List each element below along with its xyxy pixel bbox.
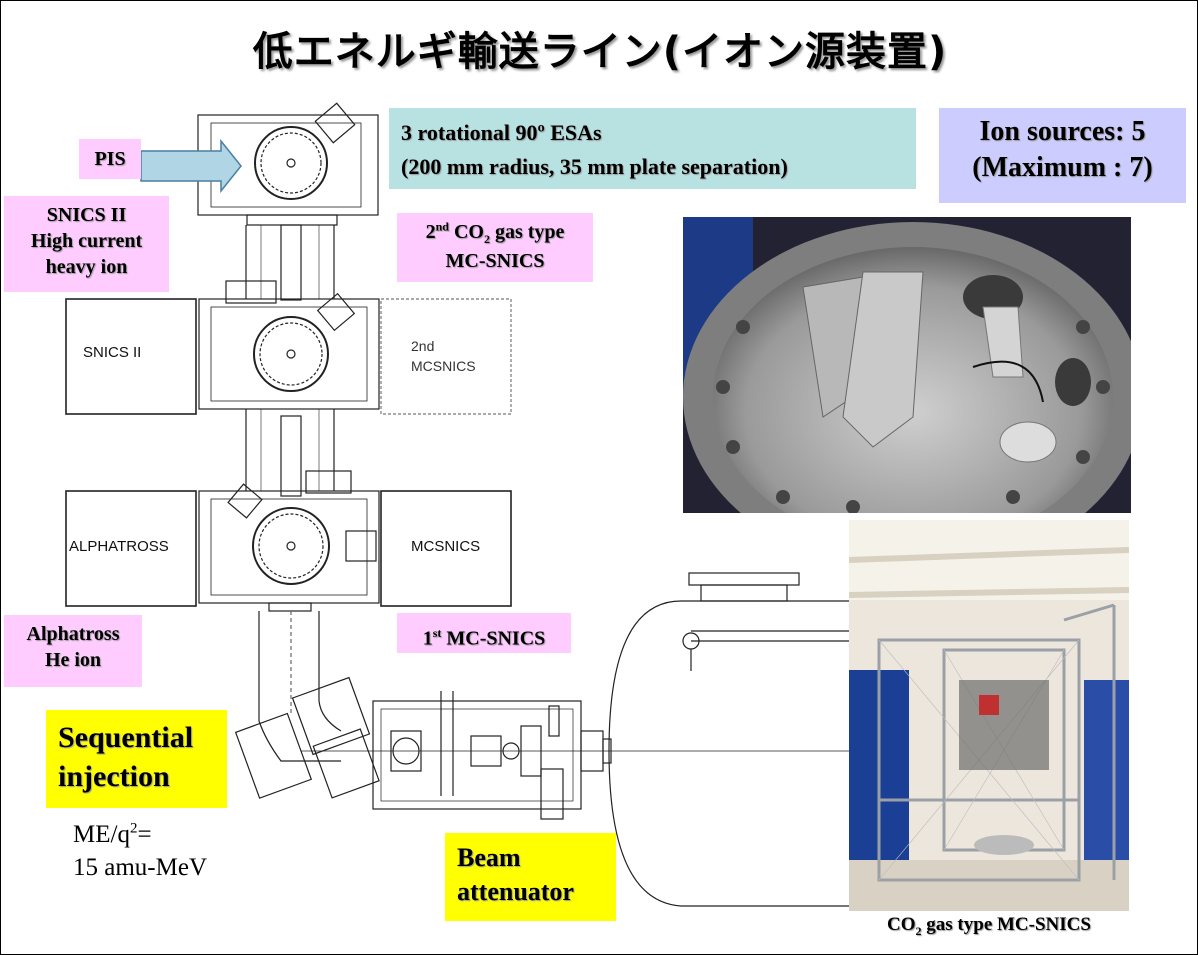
page-title: 低エネルギ輸送ライン(イオン源装置)	[252, 29, 948, 75]
ion-sources-box: Ion sources: 5 (Maximum : 7)	[939, 108, 1186, 203]
pis-arrow	[140, 138, 242, 194]
mcsnics-box-label: MCSNICS	[411, 538, 480, 555]
mcsnics2-box-label-b: MCSNICS	[411, 358, 476, 374]
snics2-box-label: SNICS II	[83, 344, 141, 361]
esa-chamber-photo	[683, 217, 1131, 513]
pis-label: PIS	[79, 139, 141, 179]
beam-attenuator-assembly	[372, 691, 612, 820]
esa-chamber-middle	[198, 292, 380, 410]
bend-magnet	[234, 676, 380, 799]
alphatross-box-label: ALPHATROSS	[69, 538, 169, 555]
snics2-label: SNICS II High current heavy ion	[4, 196, 169, 292]
esa-chamber-bottom	[198, 483, 380, 604]
mc-snics-2nd-label: 2nd CO2 gas type MC-SNICS	[397, 213, 593, 282]
mc-snics-photo: CO2 gas type MC-SNICS	[849, 520, 1129, 942]
accelerator-tank	[608, 572, 851, 907]
beam-attenuator-box: Beam attenuator	[445, 833, 616, 921]
mc-snics-photo-caption: CO2 gas type MC-SNICS	[849, 911, 1129, 942]
me-q2-text: ME/q2= 15 amu-MeV	[73, 820, 207, 881]
mcsnics2-box-label-a: 2nd	[411, 338, 434, 354]
sequential-injection-box: Sequential injection	[46, 710, 227, 808]
alphatross-label: Alphatross He ion	[4, 615, 142, 687]
mc-snics-1st-label: 1st MC-SNICS	[397, 613, 571, 653]
esa-info-box: 3 rotational 90º ESAs (200 mm radius, 35…	[389, 108, 916, 189]
